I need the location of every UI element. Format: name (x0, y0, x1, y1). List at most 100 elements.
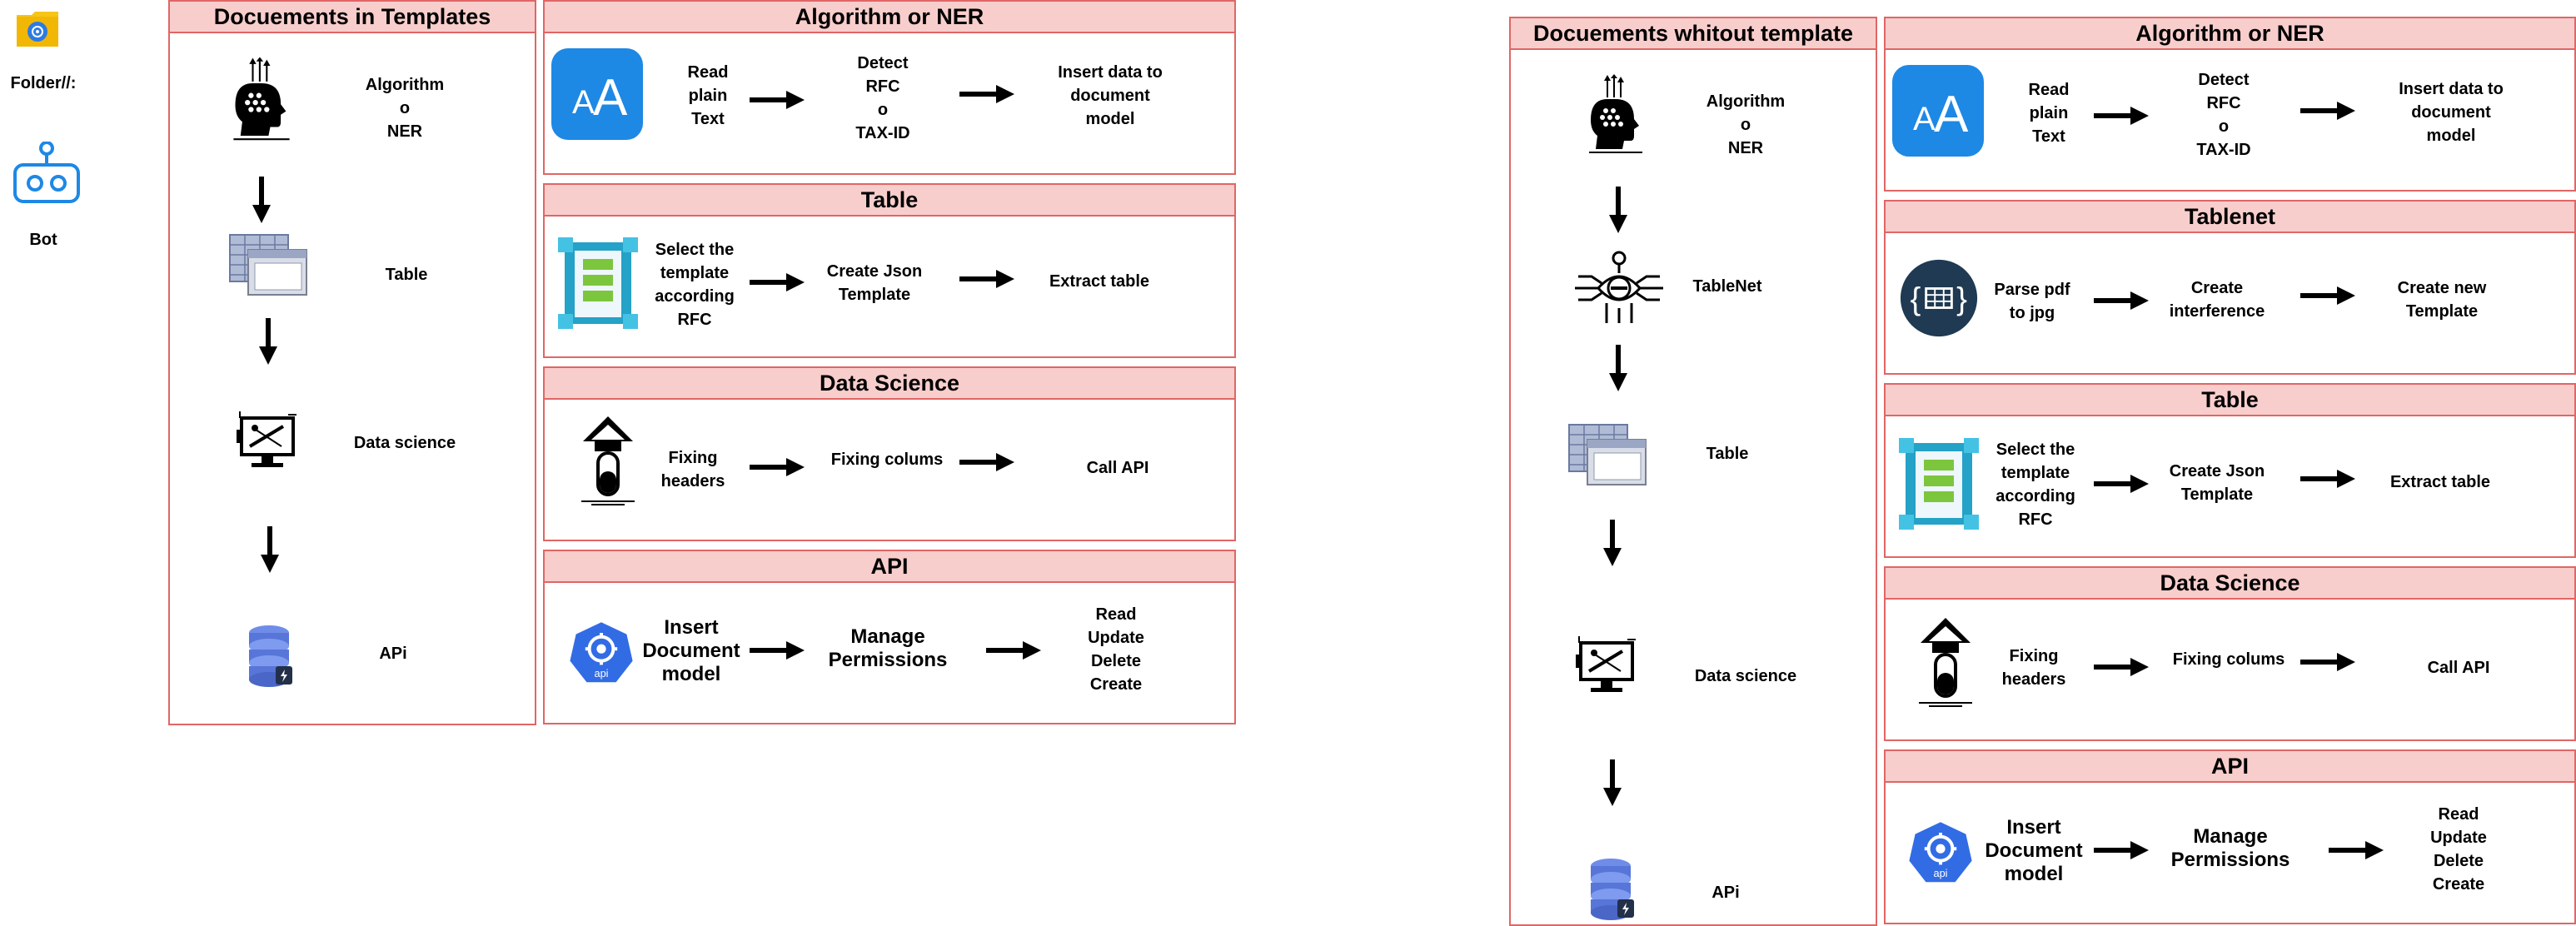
step-label: Manage Permissions (828, 625, 948, 671)
bot-label: Bot (29, 231, 57, 249)
database-icon (246, 623, 296, 690)
step-arrow (748, 640, 806, 661)
flow-step-label: Data science (1694, 667, 1797, 685)
tablenet-icon (1572, 246, 1666, 330)
bot-icon[interactable] (12, 142, 82, 210)
step-label: Detect RFC o TAX-ID (2196, 71, 2251, 159)
step-arrow (2299, 285, 2357, 306)
text-font-icon (551, 48, 643, 140)
step-label: Extract table (1049, 272, 1150, 291)
panel-data-science: Data Science (1884, 566, 2576, 741)
template-icon (1899, 438, 1979, 530)
flow-arrow (1607, 343, 1629, 393)
flow-step-label: Data science (353, 434, 456, 452)
database-icon (1587, 856, 1637, 923)
panel-title: Algorithm or NER (545, 2, 1234, 33)
step-arrow (748, 89, 806, 111)
step-label: Call API (1086, 459, 1149, 477)
panel-api: API (1884, 749, 2576, 924)
step-label: Create Json Template (826, 262, 923, 304)
step-label: Manage Permissions (2170, 825, 2290, 871)
flow-step-label: Table (385, 266, 428, 284)
panel-table: Table (1884, 383, 2576, 558)
flow-title: Docuements whitout template (1511, 18, 1876, 50)
table-icon (227, 232, 310, 298)
panel-data-science: Data Science (543, 366, 1236, 541)
data-science-icon (1574, 635, 1641, 701)
step-arrow (958, 83, 1016, 105)
flask-icon (1912, 616, 1979, 708)
panel-title: Algorithm or NER (1886, 18, 2574, 50)
step-arrow (2092, 839, 2150, 861)
step-label: Select the template according RFC (655, 241, 735, 329)
step-arrow (2299, 651, 2357, 673)
no-template-flow-panel: Docuements whitout template (1509, 17, 1877, 926)
folder-icon[interactable] (15, 7, 60, 52)
data-science-icon (235, 410, 301, 476)
step-label: Insert data to document model (1058, 63, 1163, 128)
step-label: Insert Document model (1985, 816, 2083, 885)
flow-step-label: Algorithm o NER (1706, 92, 1786, 157)
flask-icon (575, 415, 641, 506)
api-icon (568, 620, 635, 686)
panel-title: Data Science (545, 368, 1234, 400)
step-arrow (2327, 839, 2385, 861)
table-icon (1566, 421, 1649, 488)
step-arrow (748, 456, 806, 478)
flow-title: Docuements in Templates (170, 2, 535, 33)
templates-flow-panel: Docuements in Templates (168, 0, 536, 725)
step-label: Parse pdf to jpg (1994, 281, 2070, 322)
step-label: Fixing colums (2172, 650, 2285, 669)
step-label: Call API (2427, 659, 2490, 677)
panel-title: API (545, 551, 1234, 583)
flow-arrow (259, 525, 281, 575)
panel-api: API (543, 550, 1236, 724)
step-label: Read plain Text (687, 63, 729, 128)
flow-arrow (1607, 185, 1629, 235)
panel-title: Data Science (1886, 568, 2574, 600)
step-label: Read plain Text (2028, 81, 2070, 146)
flow-step-label: TableNet (1692, 277, 1762, 296)
folder-label: Folder//: (10, 74, 77, 92)
flow-arrow (1602, 518, 1623, 568)
step-arrow (748, 271, 806, 293)
text-font-icon (1892, 65, 1984, 157)
step-arrow (2092, 105, 2150, 127)
panel-title: API (1886, 751, 2574, 783)
step-label: Fixing colums (830, 451, 944, 469)
step-label: Create new Template (2397, 279, 2487, 321)
step-arrow (958, 451, 1016, 473)
step-arrow (2299, 100, 2357, 122)
flow-arrow (1602, 758, 1623, 808)
step-arrow (984, 640, 1043, 661)
step-label: Create interference (2169, 279, 2265, 321)
flow-step-label: Algorithm o NER (365, 76, 445, 141)
step-label: Insert Document model (642, 616, 740, 685)
step-label: Read Update Delete Create (1088, 605, 1144, 694)
flow-arrow (251, 175, 272, 225)
step-label: Detect RFC o TAX-ID (855, 54, 910, 142)
step-arrow (2092, 473, 2150, 495)
step-label: Insert data to document model (2399, 80, 2504, 145)
api-icon (1907, 819, 1974, 886)
head-icon (1582, 67, 1649, 165)
template-icon (558, 237, 638, 329)
json-table-icon (1899, 258, 1979, 338)
step-label: Fixing headers (2001, 647, 2066, 689)
step-label: Extract table (2389, 473, 2491, 491)
flow-arrow (257, 316, 279, 366)
step-arrow (2299, 468, 2357, 490)
step-label: Create Json Template (2169, 462, 2265, 504)
step-arrow (2092, 656, 2150, 678)
panel-algorithm-ner: Algorithm or NER (1884, 17, 2576, 192)
head-icon (227, 52, 296, 150)
flow-step-label: Table (1706, 445, 1749, 463)
panel-title: Table (545, 185, 1234, 217)
step-label: Select the template according RFC (1996, 441, 2075, 529)
panel-table: Table (543, 183, 1236, 358)
flow-step-label: APi (379, 645, 407, 663)
step-arrow (2092, 290, 2150, 311)
panel-title: Tablenet (1886, 202, 2574, 233)
step-label: Fixing headers (660, 449, 725, 490)
panel-title: Table (1886, 385, 2574, 416)
